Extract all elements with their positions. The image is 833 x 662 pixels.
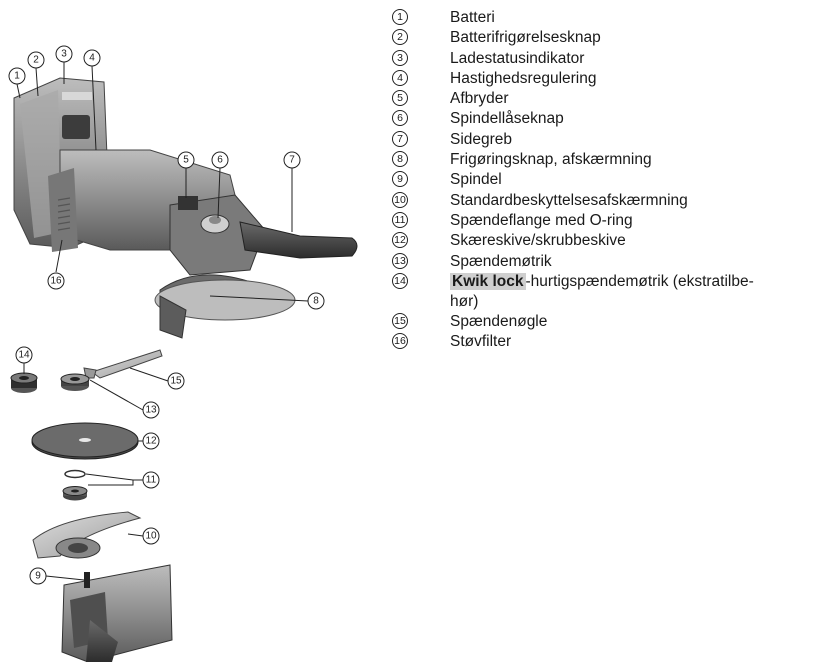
- tool-illustration: 1 2 3 4 5 6 7 8 16 14 15 13 12 11 10 9: [0, 0, 380, 662]
- side-handle: [240, 222, 357, 258]
- callout-16: 16: [48, 273, 64, 289]
- callout-2: 2: [28, 52, 44, 68]
- callout-1: 1: [9, 68, 25, 84]
- callout-9: 9: [30, 568, 46, 584]
- switch: [178, 196, 198, 210]
- svg-text:11: 11: [146, 475, 157, 486]
- flange: [63, 487, 87, 501]
- svg-text:16: 16: [50, 276, 62, 287]
- svg-text:6: 6: [217, 155, 223, 166]
- svg-text:3: 3: [61, 49, 67, 60]
- callout-13: 13: [143, 402, 159, 418]
- o-ring: [65, 471, 85, 478]
- svg-text:14: 14: [18, 350, 30, 361]
- callout-12: 12: [143, 433, 159, 449]
- kwik-lock-nut: [11, 373, 37, 393]
- cutting-disc: [32, 423, 138, 459]
- callout-8: 8: [308, 293, 324, 309]
- spanner: [92, 350, 162, 378]
- svg-text:15: 15: [170, 376, 182, 387]
- battery-release-button: [62, 115, 90, 139]
- callout-5: 5: [178, 152, 194, 168]
- callout-15: 15: [168, 373, 184, 389]
- svg-text:7: 7: [289, 155, 295, 166]
- callout-6: 6: [212, 152, 228, 168]
- svg-text:12: 12: [145, 436, 157, 447]
- svg-text:4: 4: [89, 53, 95, 64]
- callout-11: 11: [143, 472, 159, 488]
- svg-text:2: 2: [33, 55, 39, 66]
- exploded-parts: [11, 350, 172, 662]
- kwik-lock-highlight: Kwik lock: [450, 273, 526, 290]
- svg-text:9: 9: [35, 571, 41, 582]
- angle-grinder-assembled: [14, 78, 357, 338]
- callout-10: 10: [143, 528, 159, 544]
- callout-14: 14: [16, 347, 32, 363]
- spindle: [84, 572, 90, 588]
- svg-text:5: 5: [183, 155, 189, 166]
- callout-4: 4: [84, 50, 100, 66]
- svg-text:13: 13: [145, 405, 157, 416]
- svg-text:8: 8: [313, 296, 319, 307]
- svg-text:10: 10: [145, 531, 157, 542]
- callout-7: 7: [284, 152, 300, 168]
- callout-3: 3: [56, 46, 72, 62]
- svg-text:1: 1: [14, 71, 20, 82]
- clamping-nut: [61, 374, 89, 391]
